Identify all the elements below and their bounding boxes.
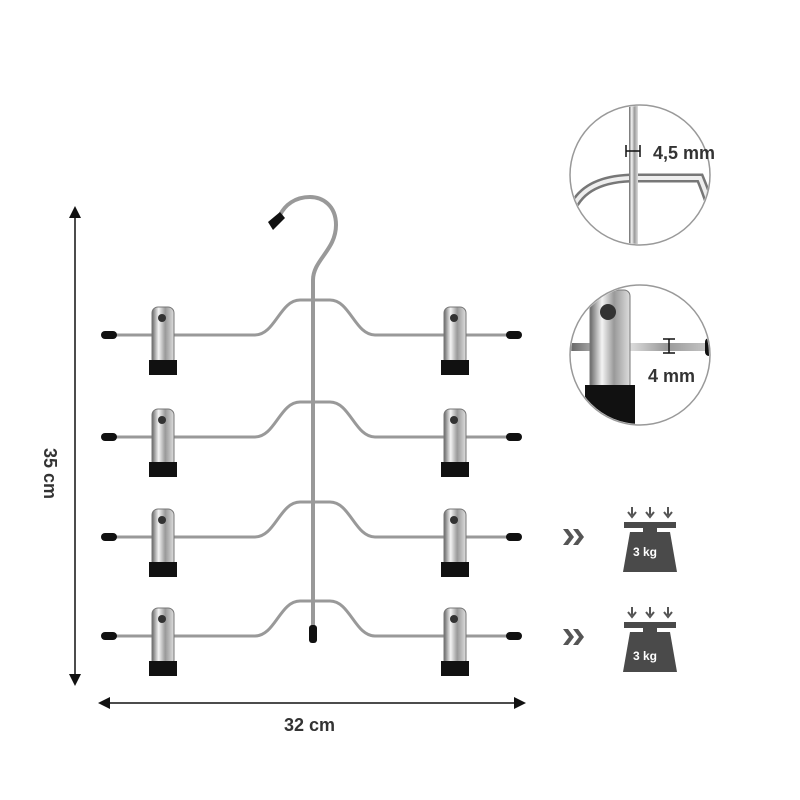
load-capacity-icon	[563, 507, 677, 572]
arrow-down-icon	[645, 507, 655, 519]
arrow-down-icon	[663, 607, 673, 619]
bar-end-cap	[506, 331, 522, 339]
hanger-tier	[101, 298, 522, 375]
arrow-down-icon	[645, 607, 655, 619]
weight-icon	[623, 632, 677, 672]
arrow-down-icon	[627, 607, 637, 619]
weight-icon	[623, 532, 677, 572]
tier-bar	[110, 298, 515, 337]
load-label-2: 3 kg	[633, 649, 658, 663]
chevron-right-icon	[563, 629, 584, 645]
bar-end-cap	[506, 433, 522, 441]
clip-bar-detail	[569, 284, 711, 426]
tier-bar	[110, 400, 515, 439]
trouser-clip	[441, 306, 469, 375]
bar-end-cap	[101, 632, 117, 640]
trouser-clip	[149, 508, 177, 577]
hanger-tier	[101, 599, 522, 676]
bar-end-cap	[506, 533, 522, 541]
trouser-clip	[149, 408, 177, 477]
height-label: 35 cm	[40, 448, 60, 500]
bar-end-cap	[101, 433, 117, 441]
width-label: 32 cm	[284, 715, 336, 735]
tier-bar	[110, 500, 515, 539]
hanger-tier	[101, 400, 522, 477]
arrow-down-icon	[663, 507, 673, 519]
trouser-clip	[441, 508, 469, 577]
trouser-clip	[441, 408, 469, 477]
bar-end-cap	[101, 533, 117, 541]
load-capacity-icon	[563, 607, 677, 672]
tier-bar	[110, 599, 515, 638]
wire-thickness-label: 4,5 mm	[653, 143, 716, 163]
hanger-hook	[278, 194, 339, 640]
chevron-right-icon	[563, 529, 584, 545]
hanger-tier	[101, 500, 522, 577]
load-label-1: 3 kg	[633, 545, 658, 559]
rod-end-cap	[309, 625, 317, 643]
bar-end-cap	[506, 632, 522, 640]
trouser-clip	[149, 306, 177, 375]
trouser-clip	[441, 607, 469, 676]
hook-tip	[268, 212, 285, 230]
wire-thickness-detail	[569, 104, 711, 246]
trouser-clip	[149, 607, 177, 676]
arrow-down-icon	[627, 507, 637, 519]
bar-end-cap	[101, 331, 117, 339]
clip-bar-thickness-label: 4 mm	[648, 366, 696, 386]
